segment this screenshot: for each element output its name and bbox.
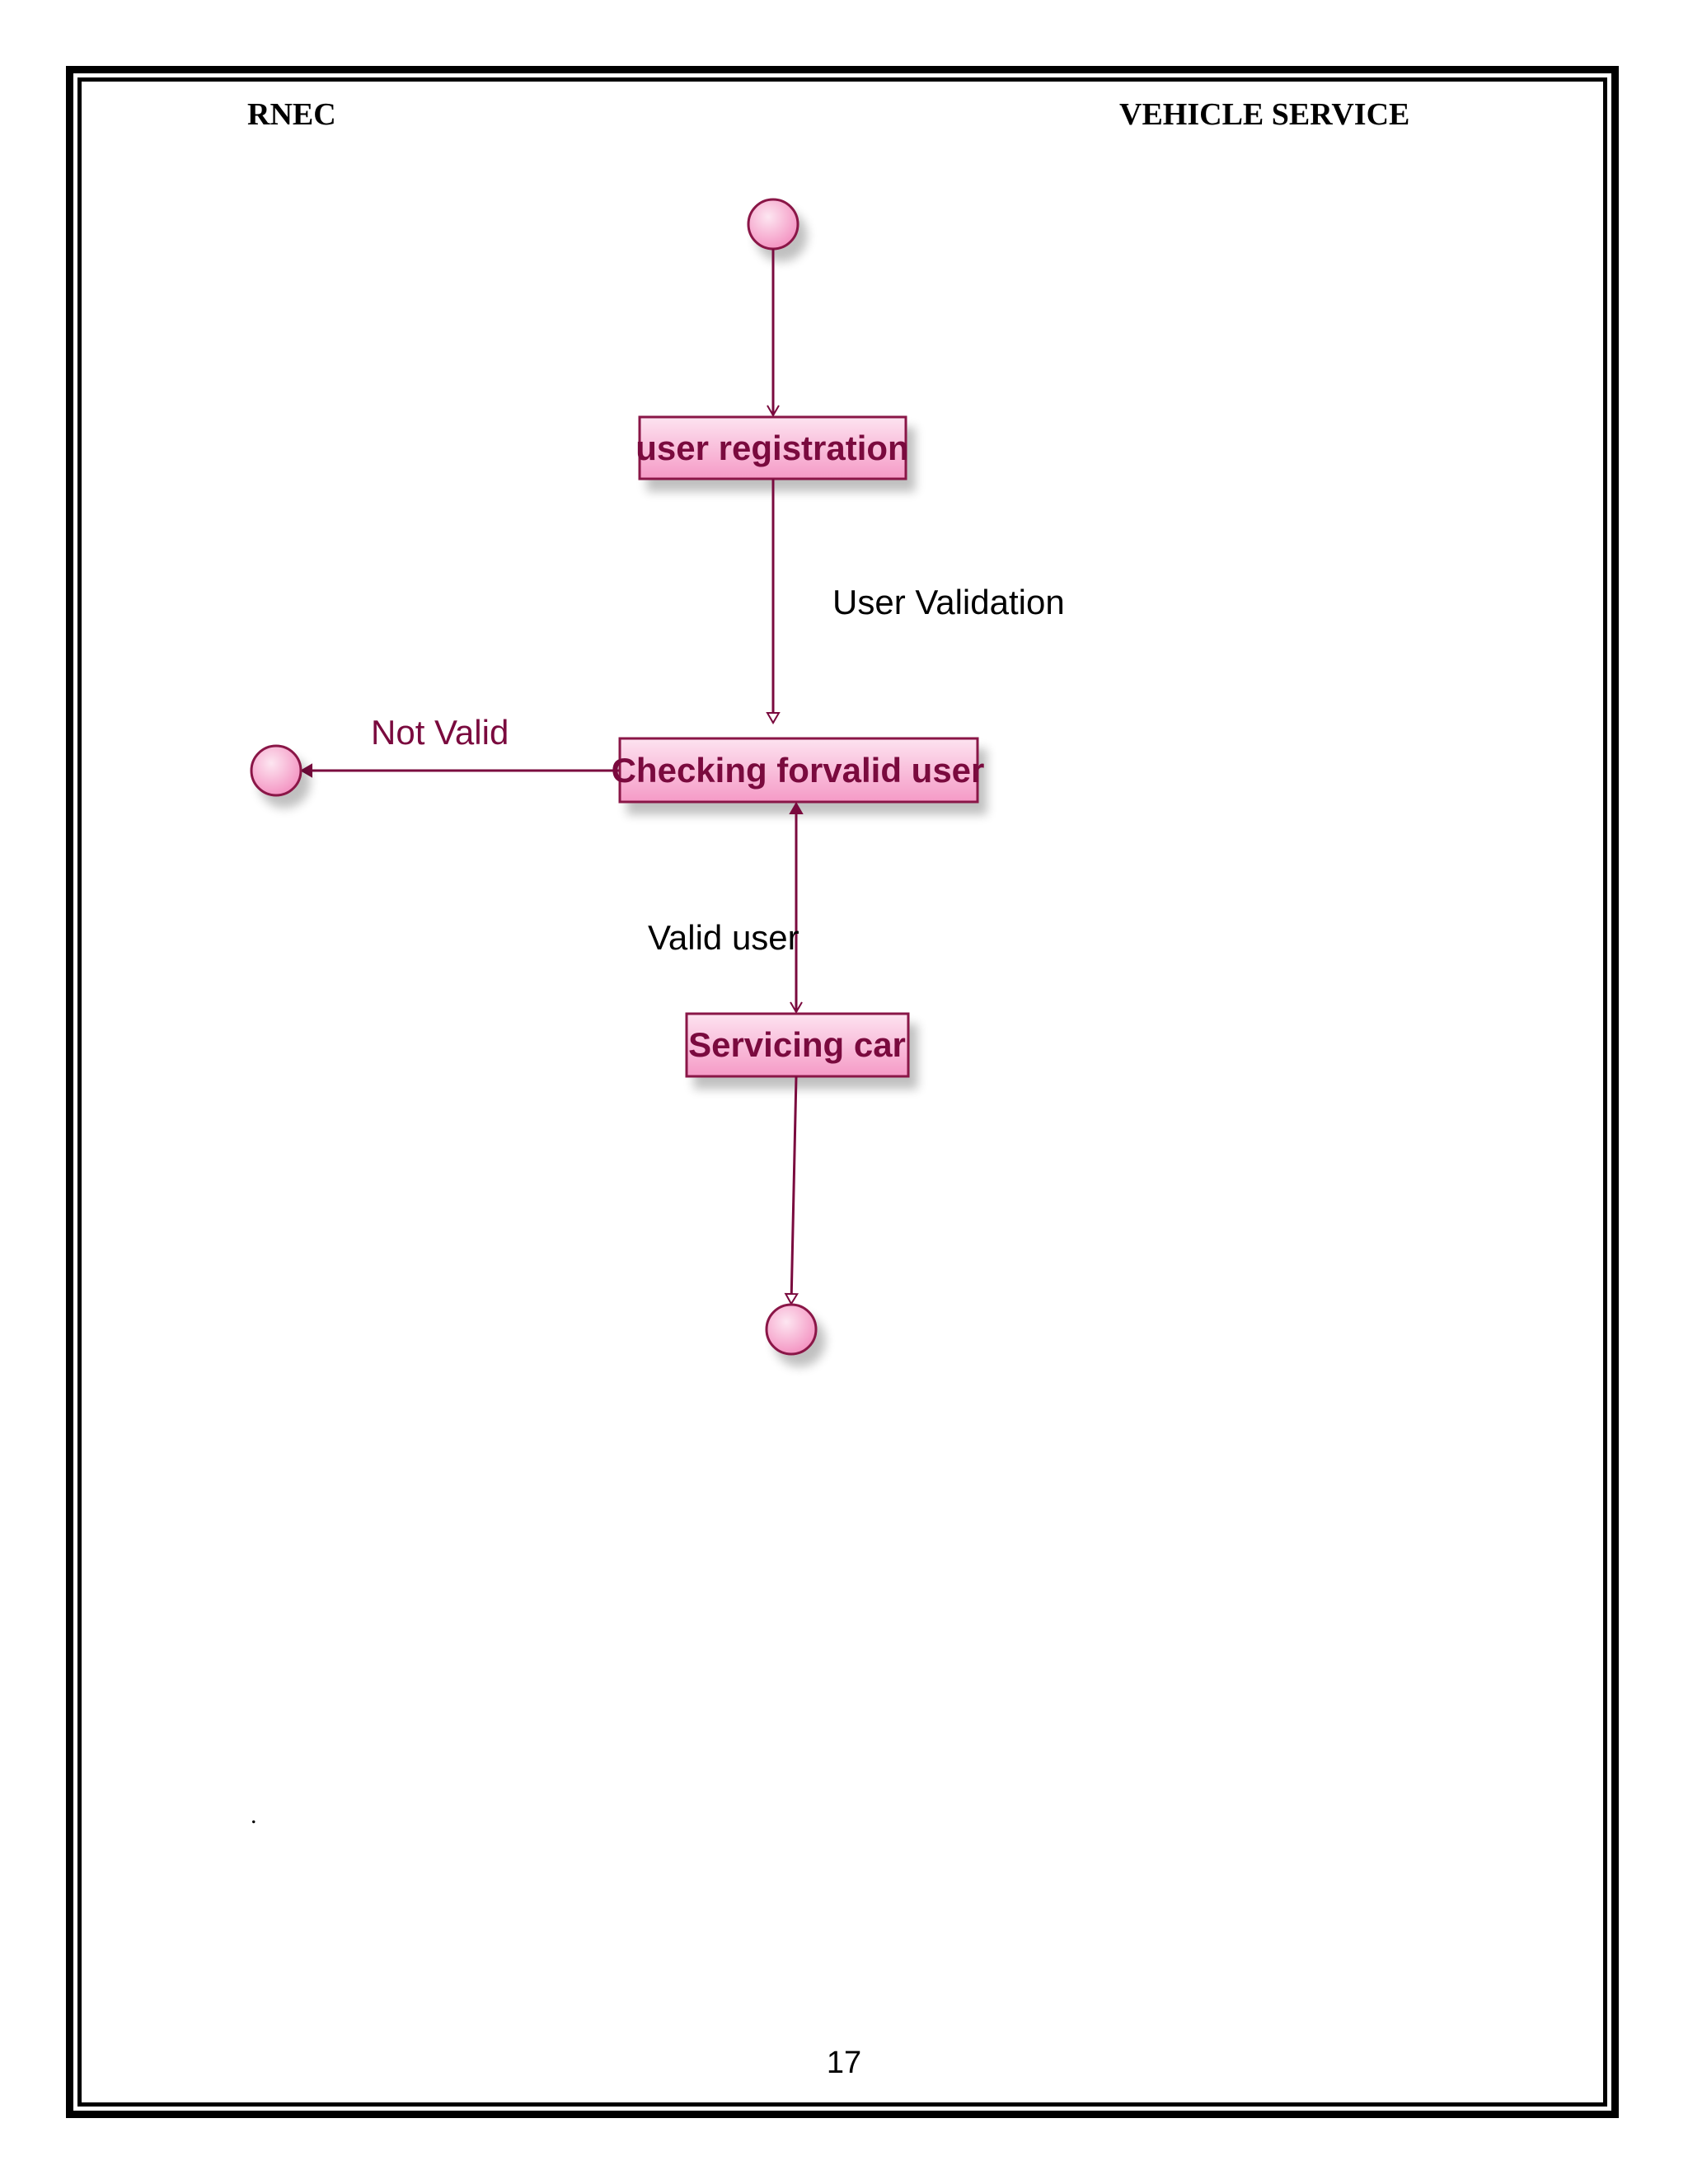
state-servicing-car: Servicing car	[685, 1012, 910, 1078]
state-user-registration-label: user registration	[635, 429, 908, 467]
page-border-outer	[66, 66, 1619, 2118]
state-checking-valid-user: Checking forvalid user	[612, 737, 985, 804]
edge-label-valid-user: Valid user	[648, 918, 799, 957]
edge-label-user-validation: User Validation	[832, 583, 1065, 621]
state-servicing-car-label: Servicing car	[688, 1025, 906, 1064]
invalid-end-node	[250, 744, 302, 797]
page-number: 17	[826, 2046, 862, 2080]
header-right: VEHICLE SERVICE	[1119, 97, 1410, 132]
state-checking-valid-user-label: Checking forvalid user	[612, 751, 985, 790]
state-user-registration: user registration	[635, 415, 909, 480]
edge-label-not-valid: Not Valid	[371, 713, 509, 752]
stray-mark: .	[251, 1802, 257, 1829]
header-left: RNEC	[247, 97, 336, 132]
start-node	[747, 198, 799, 251]
final-node	[765, 1303, 818, 1356]
edge-servicing-to-final	[784, 1076, 799, 1305]
page-border-inner	[77, 77, 1607, 2107]
